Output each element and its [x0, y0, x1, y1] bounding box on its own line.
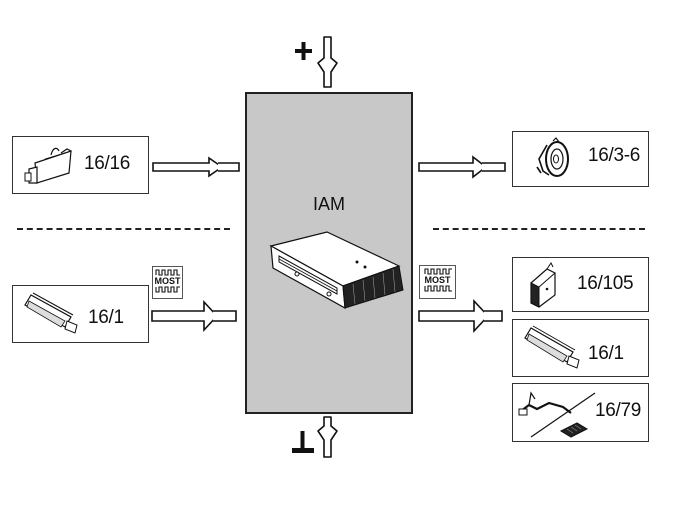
- input-component-16-1[interactable]: 16/1: [12, 285, 149, 343]
- antenna-module-icon: [518, 391, 596, 438]
- component-label: 16/79: [595, 400, 642, 421]
- output-component-16-1[interactable]: 16/1: [512, 319, 649, 377]
- component-label: 16/1: [88, 307, 124, 328]
- separator-right: [433, 228, 645, 230]
- amplifier-module-icon: [530, 262, 556, 308]
- component-label: 16/1: [588, 343, 624, 364]
- iam-label: IAM: [312, 194, 345, 214]
- power-supply-arrow-icon: [317, 36, 338, 88]
- arrow-iam-to-16-3-6: [418, 155, 506, 179]
- separator-left: [17, 228, 230, 230]
- component-label: 16/105: [577, 273, 634, 294]
- component-label: 16/3-6: [588, 145, 641, 166]
- most-bus-icon: MOST: [152, 266, 183, 299]
- infotainment-audio-module-icon: [269, 231, 404, 310]
- most-bus-icon: MOST: [419, 265, 456, 299]
- output-component-16-3-6[interactable]: 16/3-6: [512, 131, 649, 187]
- display-module-icon: [524, 325, 580, 369]
- ground-arrow-icon: [317, 416, 338, 458]
- speaker-icon: [536, 137, 569, 177]
- arrow-input-16-16-to-iam: [152, 156, 240, 178]
- ground-icon: [292, 431, 314, 453]
- component-label: 16/16: [84, 153, 131, 174]
- output-component-16-105[interactable]: 16/105: [512, 257, 649, 312]
- arrow-iam-to-most-outputs: [418, 298, 503, 334]
- control-module-icon: [24, 147, 72, 184]
- most-bus-label: MOST: [154, 276, 181, 286]
- output-component-16-79[interactable]: 16/79: [512, 383, 649, 442]
- input-component-16-16[interactable]: 16/16: [12, 136, 149, 194]
- power-plus-symbol: [295, 42, 312, 60]
- arrow-input-16-1-to-iam: [151, 299, 237, 333]
- display-module-icon: [24, 292, 78, 334]
- most-bus-label: MOST: [424, 275, 451, 285]
- iam-module-box[interactable]: IAM: [245, 92, 413, 414]
